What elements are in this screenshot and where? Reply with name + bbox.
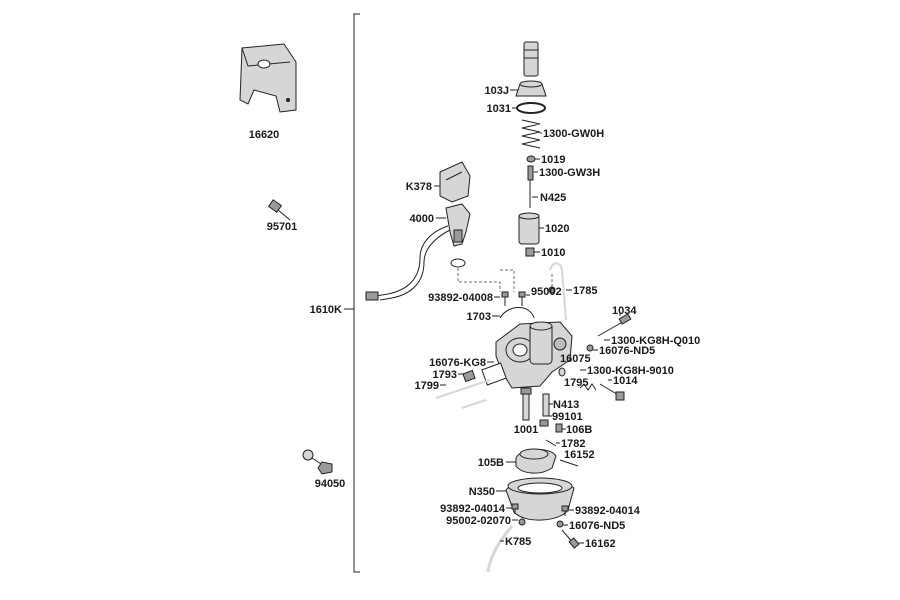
label-1014: 1014 (613, 375, 638, 387)
part-106B-jet[interactable] (555, 423, 563, 433)
label-93892-04014-right: 93892-04014 (575, 505, 641, 517)
part-16076-ND5-oring-lower[interactable] (556, 520, 564, 528)
label-16162: 16162 (585, 538, 616, 550)
label-1799: 1799 (415, 380, 439, 392)
label-K378: K378 (406, 181, 432, 193)
label-16076-KG8: 16076-KG8 (429, 357, 486, 369)
part-1010-jet[interactable] (525, 247, 535, 257)
part-1785-tube[interactable] (549, 262, 567, 321)
part-1793-washer[interactable] (462, 369, 476, 383)
part-1020-slide[interactable] (518, 212, 540, 245)
part-93892-04008-screws[interactable] (501, 291, 526, 306)
part-N350-float-bowl[interactable] (505, 477, 575, 521)
part-K378-cap[interactable] (439, 161, 471, 203)
label-99101: 99101 (552, 411, 583, 423)
label-103J: 103J (485, 85, 509, 97)
part-99101-jet[interactable] (539, 419, 549, 427)
label-105B: 105B (478, 457, 504, 469)
label-93892-04014-left: 93892-04014 (440, 503, 506, 515)
part-16075-oring[interactable] (558, 367, 566, 377)
part-N413-jet[interactable] (542, 393, 550, 417)
label-1001: 1001 (514, 424, 538, 436)
label-1300-KG8H-Q010: 1300-KG8H-Q010 (611, 335, 700, 347)
part-93892-04014-screw-left[interactable] (511, 503, 519, 514)
part-16162-drain-screw[interactable] (561, 529, 580, 549)
part-94050-fastener[interactable] (302, 449, 333, 475)
part-K785-drain-tube[interactable] (486, 525, 514, 573)
label-1010: 1010 (541, 247, 565, 259)
part-4000-autochoke[interactable] (365, 203, 471, 301)
part-95002-02070-clamp[interactable] (518, 518, 526, 526)
part-1782-pin[interactable] (545, 439, 557, 447)
part-1034-screw[interactable] (597, 313, 632, 337)
label-K785: K785 (505, 536, 531, 548)
label-1785: 1785 (573, 285, 597, 297)
part-1014-screw[interactable] (599, 383, 625, 401)
part-103J-cap[interactable] (515, 41, 547, 97)
label-1782: 1782 (561, 438, 585, 450)
part-1300-GW3H-needle[interactable] (527, 165, 534, 208)
label-N413: N413 (553, 399, 579, 411)
label-1019: 1019 (541, 154, 565, 166)
assembly-guides (457, 268, 553, 292)
label-N350: N350 (469, 486, 495, 498)
label-1300-KG8H-9010: 1300-KG8H-9010 (587, 365, 674, 377)
label-95701: 95701 (267, 221, 298, 233)
part-1001-emulsion-tube[interactable] (520, 387, 532, 421)
label-1703: 1703 (467, 311, 491, 323)
part-1795-spring[interactable] (579, 383, 597, 391)
label-1031: 1031 (487, 103, 511, 115)
part-1300-GW0H-spring[interactable] (521, 119, 541, 149)
label-16620: 16620 (249, 129, 280, 141)
part-16076-KG8-gasket[interactable] (481, 362, 507, 386)
label-1610K: 1610K (310, 304, 342, 316)
assembly-bracket (344, 13, 360, 573)
label-16075: 16075 (560, 353, 591, 365)
label-1300-GW0H: 1300-GW0H (543, 128, 604, 140)
part-95002-clamp[interactable] (548, 286, 556, 294)
label-1795: 1795 (564, 377, 588, 389)
label-16152: 16152 (564, 449, 595, 461)
part-1799-studs[interactable] (435, 379, 491, 409)
label-4000: 4000 (410, 213, 434, 225)
label-94050: 94050 (315, 478, 346, 490)
label-95002-02070: 95002-02070 (446, 515, 511, 527)
part-16620-cover[interactable] (239, 43, 297, 113)
part-95701-bolt[interactable] (267, 199, 291, 221)
label-1034: 1034 (612, 305, 637, 317)
label-106B: 106B (566, 424, 592, 436)
part-93892-04014-screw-right[interactable] (561, 505, 569, 516)
part-16152-pin[interactable] (559, 459, 579, 467)
part-1019-clip[interactable] (526, 155, 536, 163)
label-16076-ND5-lower: 16076-ND5 (569, 520, 625, 532)
label-N425: N425 (540, 192, 566, 204)
label-93892-04008: 93892-04008 (428, 292, 493, 304)
label-1300-GW3H: 1300-GW3H (539, 167, 600, 179)
part-1703-ring[interactable] (499, 307, 535, 319)
label-16076-ND5-upper: 16076-ND5 (599, 345, 655, 357)
label-95002: 95002 (531, 286, 562, 298)
label-1020: 1020 (545, 223, 569, 235)
part-105B-float[interactable] (515, 448, 557, 474)
label-1793: 1793 (433, 369, 457, 381)
part-16076-ND5-oring-upper[interactable] (586, 344, 594, 352)
part-1031-gasket[interactable] (516, 102, 546, 114)
